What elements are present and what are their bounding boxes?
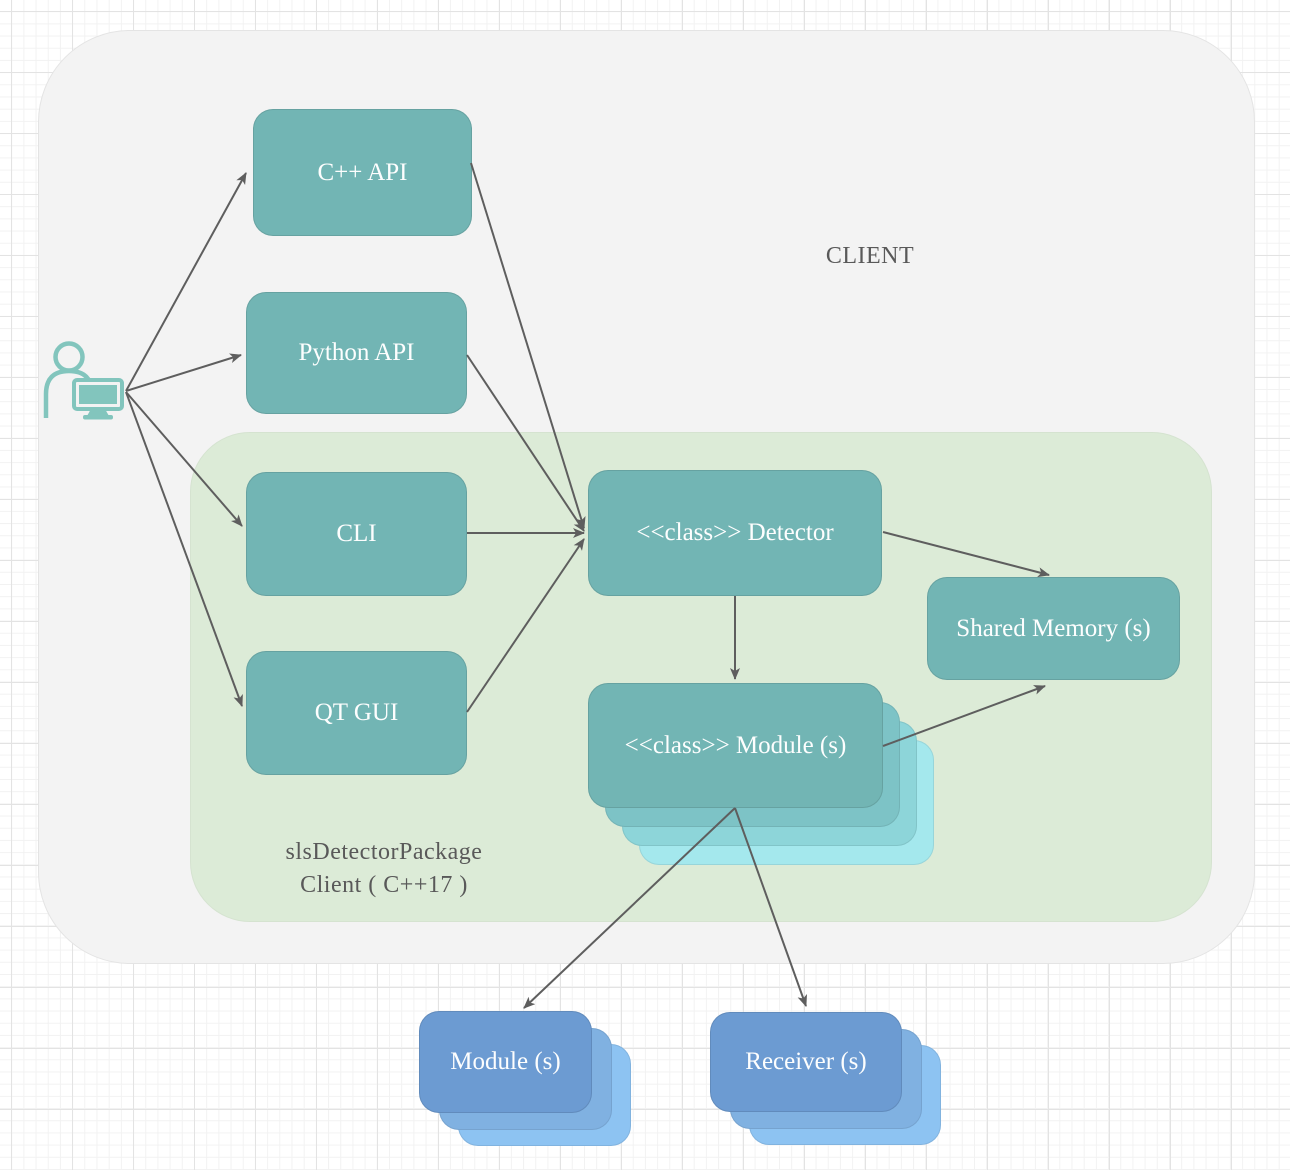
package-label-line2: Client ( C++17 ) [300, 872, 468, 898]
node-module-instances[interactable]: Module (s) [419, 1011, 592, 1113]
monitor-base-icon [83, 415, 113, 420]
node-qt-gui-label: QT GUI [314, 699, 399, 726]
node-module-class-label: <<class>> Module (s) [624, 731, 847, 759]
node-cli-label: CLI [336, 520, 377, 547]
package-container-label: slsDetectorPackage Client ( C++17 ) [234, 836, 534, 902]
node-cli[interactable]: CLI [246, 472, 467, 596]
node-detector-class[interactable]: <<class>> Detector [588, 470, 882, 596]
node-shared-memory[interactable]: Shared Memory (s) [927, 577, 1180, 680]
node-qt-gui[interactable]: QT GUI [246, 651, 467, 775]
node-receiver[interactable]: Receiver (s) [710, 1012, 902, 1112]
monitor-stand-icon [87, 409, 109, 416]
client-container-label: CLIENT [825, 243, 915, 269]
node-python-api[interactable]: Python API [246, 292, 467, 414]
node-module-instances-label: Module (s) [450, 1048, 561, 1075]
node-receiver-label: Receiver (s) [745, 1048, 867, 1075]
node-cpp-api[interactable]: C++ API [253, 109, 472, 236]
user-head-icon [53, 341, 85, 373]
node-python-api-label: Python API [298, 339, 415, 366]
package-label-line1: slsDetectorPackage [285, 839, 483, 865]
node-cpp-api-label: C++ API [317, 158, 408, 186]
node-shared-memory-label: Shared Memory (s) [956, 614, 1151, 642]
monitor-screen-icon [79, 385, 117, 404]
node-module-class[interactable]: <<class>> Module (s) [588, 683, 883, 808]
user-at-computer-icon[interactable] [40, 336, 135, 424]
node-detector-class-label: <<class>> Detector [636, 519, 834, 546]
